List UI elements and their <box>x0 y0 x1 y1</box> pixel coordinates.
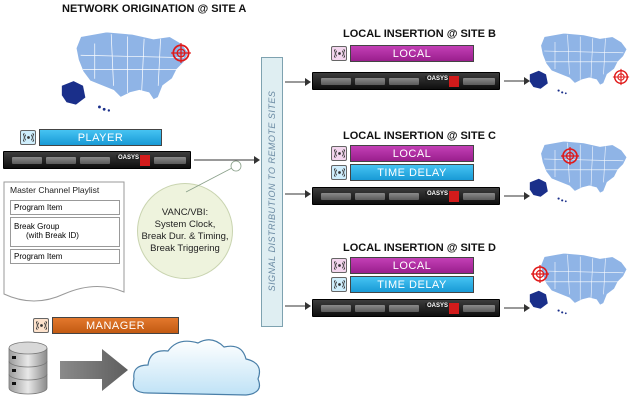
site-c-server-rack: OASYS <box>312 187 500 205</box>
callout-connector <box>185 160 242 193</box>
manager-label: MANAGER <box>52 317 179 334</box>
vanc-line: System Clock, <box>154 219 216 230</box>
playlist-item: Program Item <box>10 249 120 264</box>
arrow-site-c-map <box>504 192 530 200</box>
break-id-label: (with Break ID) <box>26 231 79 240</box>
distribution-arrows <box>285 78 311 310</box>
target-icon-site-c <box>560 146 580 166</box>
playlist-break-group: Break Group (with Break ID) <box>10 217 120 247</box>
site-d-server-rack: OASYS <box>312 299 500 317</box>
site-a-title: NETWORK ORIGINATION @ SITE A <box>62 3 247 15</box>
player-badge: PLAYER <box>20 129 162 146</box>
playlist-header: Master Channel Playlist <box>10 185 100 195</box>
arrow-site-d-map <box>504 304 530 312</box>
rack-logo: OASYS <box>425 76 451 82</box>
site-d-delay-badge: TIME DELAY <box>331 276 474 293</box>
database-icon <box>8 341 48 395</box>
vanc-line: Break Dur. & Timing, <box>141 231 229 242</box>
target-icon-site-b <box>612 68 630 86</box>
target-icon-site-d <box>530 264 550 284</box>
site-d-delay-label: TIME DELAY <box>350 276 474 293</box>
target-icon-site-a <box>170 42 192 64</box>
broadcast-icon <box>331 146 347 161</box>
site-b-title: LOCAL INSERTION @ SITE B <box>343 28 496 40</box>
break-group-label: Break Group <box>14 222 60 231</box>
signal-distribution-box <box>261 57 283 327</box>
site-c-local-label: LOCAL <box>350 145 474 162</box>
site-c-title: LOCAL INSERTION @ SITE C <box>343 130 496 142</box>
player-label: PLAYER <box>39 129 162 146</box>
broadcast-icon <box>331 165 347 180</box>
cloud-icon <box>132 339 261 396</box>
signal-distribution-label: SIGNAL DISTRIBUTION TO REMOTE SITES <box>267 90 277 292</box>
site-d-local-label: LOCAL <box>350 257 474 274</box>
us-map-site-a <box>55 20 205 114</box>
site-c-delay-label: TIME DELAY <box>350 164 474 181</box>
arrow-to-cloud <box>60 349 128 391</box>
site-d-title: LOCAL INSERTION @ SITE D <box>343 242 496 254</box>
rack-logo: OASYS <box>425 191 451 197</box>
site-c-local-badge: LOCAL <box>331 145 474 162</box>
broadcast-icon <box>331 277 347 292</box>
player-server-rack: OASYS <box>3 151 191 169</box>
rack-logo: OASYS <box>116 155 142 161</box>
rack-logo: OASYS <box>425 303 451 309</box>
site-b-local-badge: LOCAL <box>331 45 474 62</box>
us-map-site-c <box>527 132 637 204</box>
vanc-info-bubble: VANC/VBI: System Clock, Break Dur. & Tim… <box>137 183 233 279</box>
playlist-item: Program Item <box>10 200 120 215</box>
broadcast-icon <box>331 46 347 61</box>
broadcast-icon <box>20 130 36 145</box>
manager-badge: MANAGER <box>33 317 179 334</box>
vanc-line: Break Triggering <box>150 243 220 254</box>
arrow-to-distribution <box>194 156 260 164</box>
site-d-local-badge: LOCAL <box>331 257 474 274</box>
playlist: Master Channel Playlist Program Item Bre… <box>6 183 124 266</box>
arrow-site-b-map <box>504 77 530 85</box>
site-c-delay-badge: TIME DELAY <box>331 164 474 181</box>
broadcast-icon <box>33 318 49 333</box>
site-b-server-rack: OASYS <box>312 72 500 90</box>
vanc-line: VANC/VBI: <box>161 207 209 218</box>
site-b-local-label: LOCAL <box>350 45 474 62</box>
broadcast-icon <box>331 258 347 273</box>
